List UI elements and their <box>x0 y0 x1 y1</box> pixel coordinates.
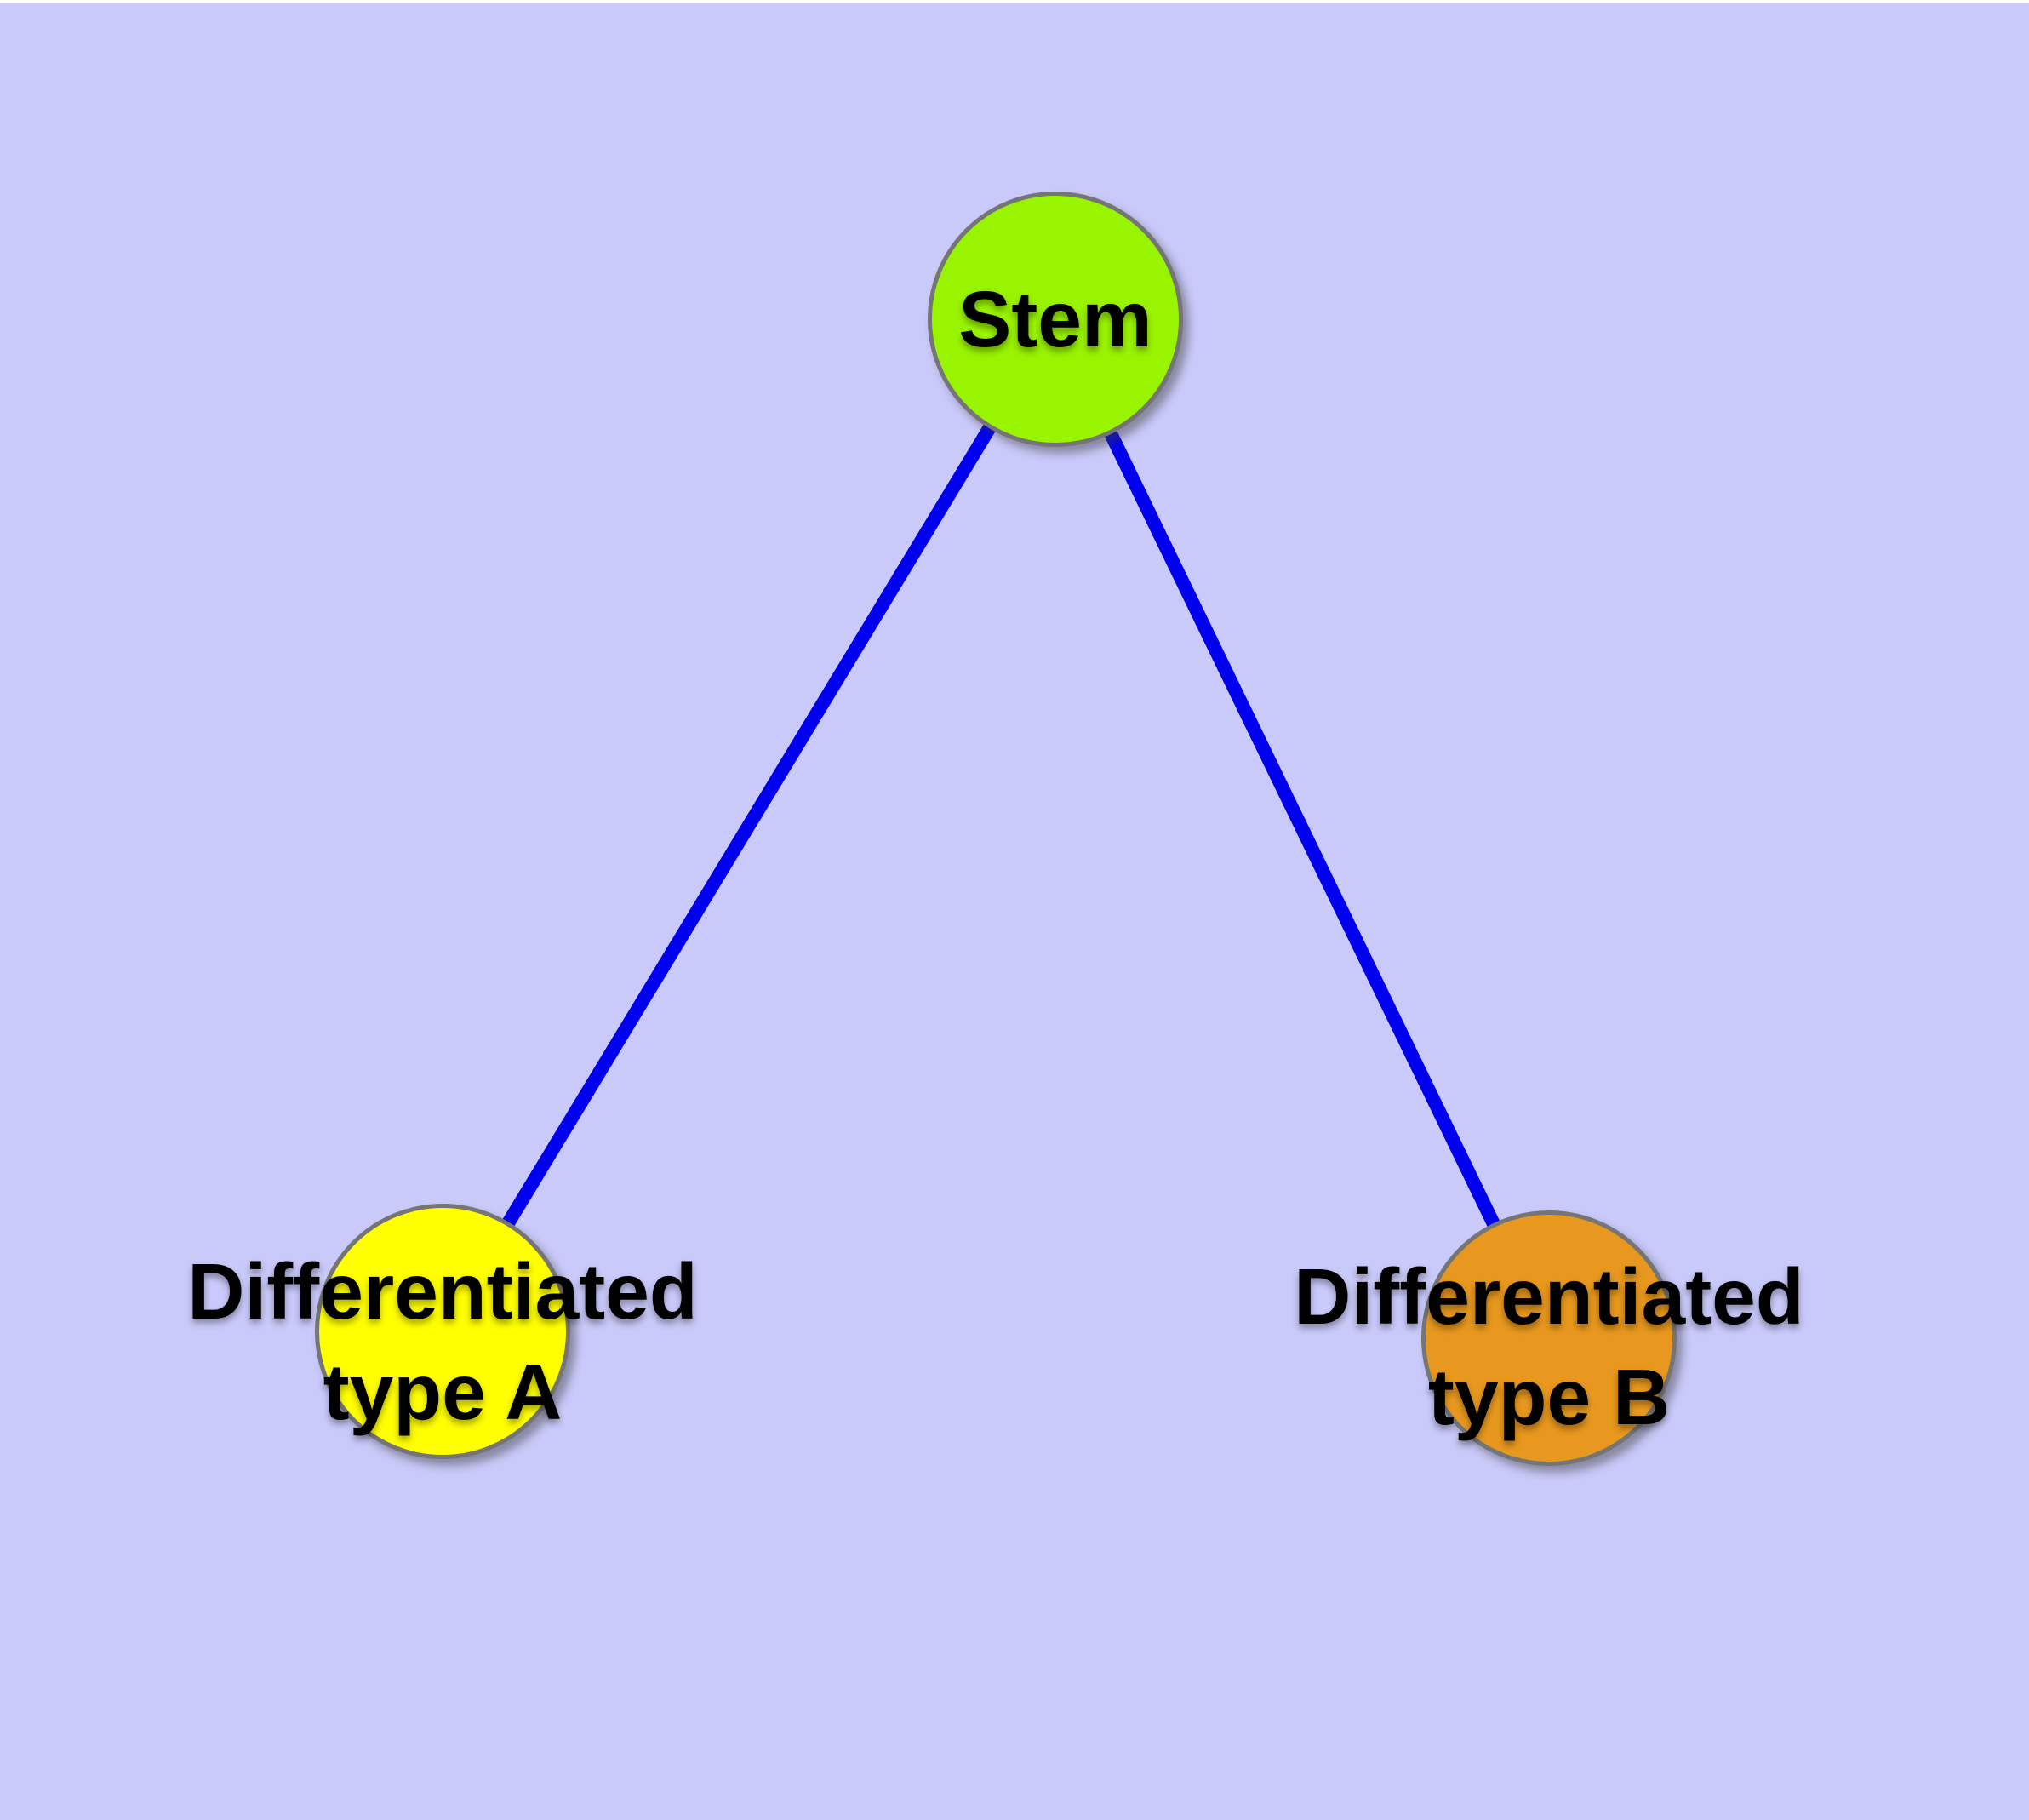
node-type-a-label-line1: Differentiated <box>187 1247 698 1336</box>
node-type-a-label-line2: type A <box>323 1348 563 1436</box>
node-stem-circle <box>928 192 1183 447</box>
node-type-b-circle <box>1421 1210 1677 1466</box>
node-stem-label: Stem <box>958 275 1152 363</box>
node-type-b-label-line1: Differentiated <box>1294 1252 1804 1341</box>
edge-stem-to-type-b <box>1049 316 1556 1342</box>
node-type-a-circle <box>315 1204 570 1459</box>
node-type-b-label: Differentiated type B <box>1294 1246 1803 1447</box>
node-type-a-label: Differentiated type A <box>187 1241 697 1442</box>
edge-stem-to-type-a <box>437 315 1061 1336</box>
top-border <box>0 0 2029 3</box>
node-type-b-label-line2: type B <box>1427 1353 1671 1441</box>
